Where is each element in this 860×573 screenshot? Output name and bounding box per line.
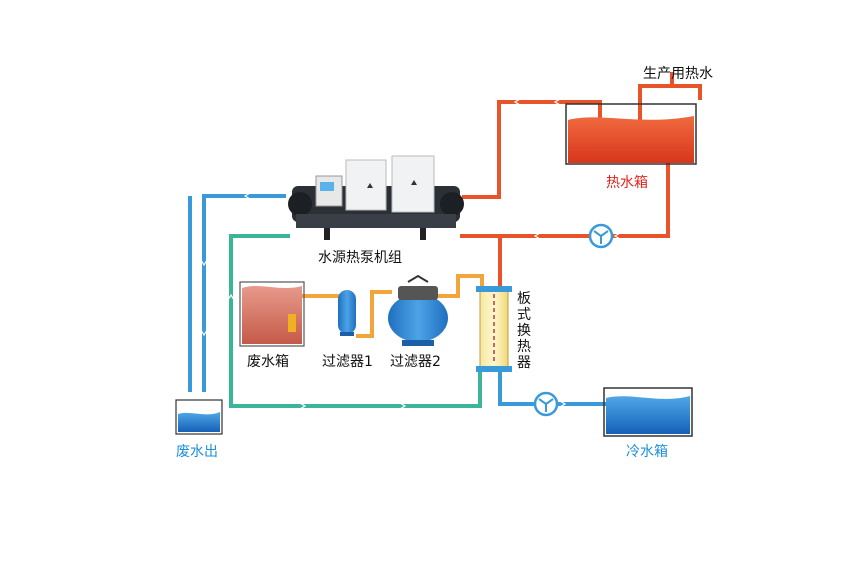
plate-exchanger-char-5: 器 xyxy=(517,355,531,371)
waste-out-label: 废水出 xyxy=(176,444,218,460)
plate-heat-exchanger xyxy=(476,286,512,372)
waste-water-tank xyxy=(239,281,305,347)
waste-outlet xyxy=(175,399,223,435)
plate-exchanger-char-3: 换 xyxy=(517,322,531,339)
heat-pump-unit-label: 水源热泵机组 xyxy=(318,250,402,266)
hot-water-tank xyxy=(565,103,697,165)
pump-icon-cold xyxy=(533,391,559,417)
cold-water-tank xyxy=(603,387,693,437)
green-pipe xyxy=(229,234,482,408)
filter1-label: 过滤器1 xyxy=(322,354,373,370)
waste-tank-label: 废水箱 xyxy=(247,354,289,370)
plate-exchanger-char-2: 式 xyxy=(517,307,531,323)
hot-water-output-label: 生产用热水 xyxy=(643,66,713,82)
filter2-label: 过滤器2 xyxy=(390,354,441,370)
hot-pipe xyxy=(460,72,702,238)
pump-icon xyxy=(588,223,614,249)
flow-arrows xyxy=(200,98,621,410)
cold-tank-label: 冷水箱 xyxy=(626,444,668,460)
plate-exchanger-char-1: 板 xyxy=(517,291,531,307)
orange-pipe xyxy=(296,274,484,338)
heat-pump-unit xyxy=(288,155,464,240)
plate-exchanger-char-4: 热 xyxy=(517,339,531,355)
plate-exchanger-label: 板 式 换 热 器 xyxy=(517,291,531,371)
filter-2 xyxy=(388,274,448,346)
filter-1 xyxy=(338,290,356,336)
cold-pipe xyxy=(188,194,606,406)
hot-tank-label: 热水箱 xyxy=(606,175,648,191)
